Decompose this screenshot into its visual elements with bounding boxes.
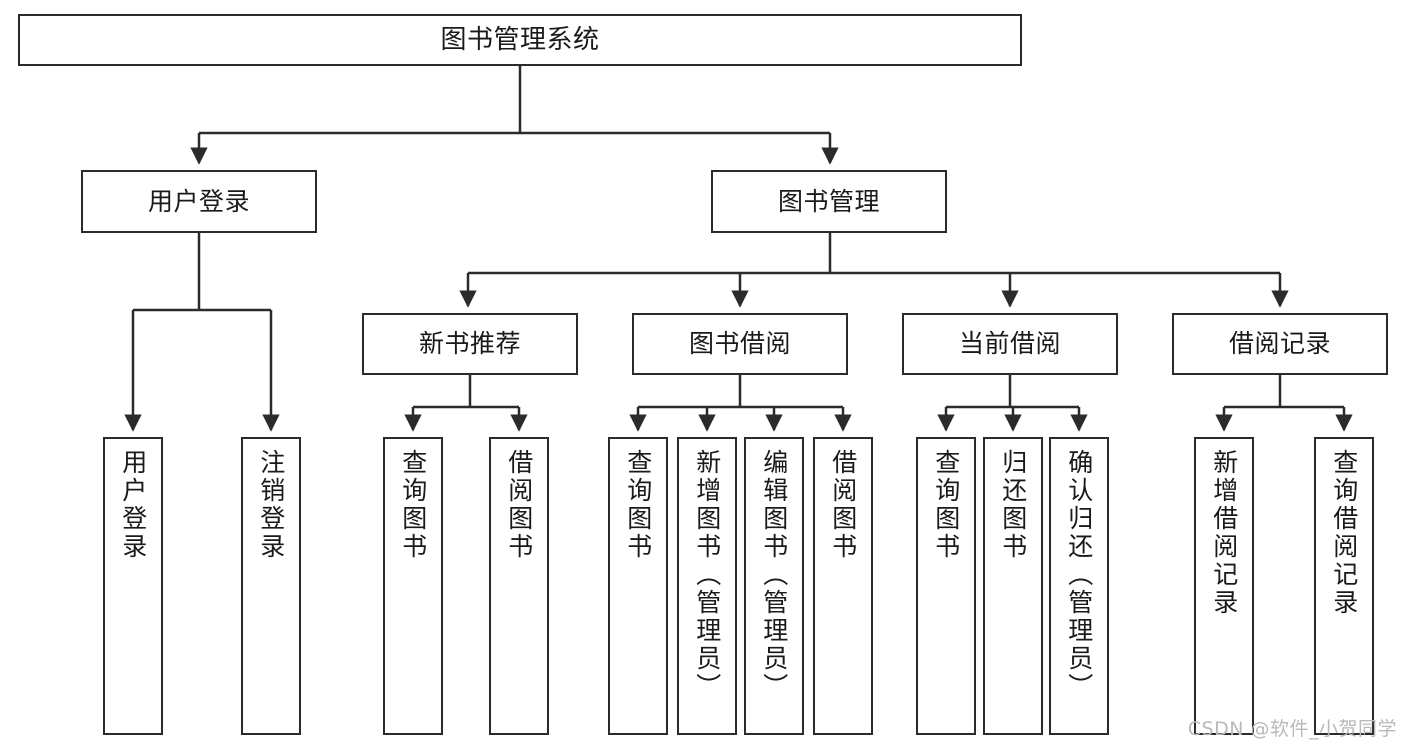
node-label: 查询借阅记录	[1329, 449, 1359, 617]
leaf-current-borrow-return-book[interactable]: 归还图书	[983, 437, 1043, 735]
node-label: 借阅图书	[828, 449, 858, 561]
leaf-current-borrow-query-book[interactable]: 查询图书	[916, 437, 976, 735]
leaf-borrow-records-query-record[interactable]: 查询借阅记录	[1314, 437, 1374, 735]
leaf-borrow-records-add-record[interactable]: 新增借阅记录	[1194, 437, 1254, 735]
leaf-book-borrow-add-book-admin[interactable]: 新增图书（管理员）	[677, 437, 737, 735]
node-label: 借阅记录	[1228, 329, 1331, 359]
leaf-user-login-logout[interactable]: 注销登录	[241, 437, 301, 735]
node-label: 编辑图书（管理员）	[759, 449, 789, 701]
node-label: 新增图书（管理员）	[692, 449, 722, 701]
node-current-borrowing[interactable]: 当前借阅	[902, 313, 1118, 375]
node-label: 图书管理	[777, 186, 880, 216]
leaf-book-borrow-query-book[interactable]: 查询图书	[608, 437, 668, 735]
node-book-borrowing[interactable]: 图书借阅	[632, 313, 848, 375]
leaf-new-books-borrow-book[interactable]: 借阅图书	[489, 437, 549, 735]
node-label: 注销登录	[256, 449, 286, 561]
leaf-current-borrow-confirm-return-admin[interactable]: 确认归还（管理员）	[1049, 437, 1109, 735]
leaf-new-books-query-book[interactable]: 查询图书	[383, 437, 443, 735]
node-label: 新增借阅记录	[1209, 449, 1239, 617]
node-user-login[interactable]: 用户登录	[81, 170, 317, 233]
leaf-user-login-signin[interactable]: 用户登录	[103, 437, 163, 735]
node-root-book-management-system[interactable]: 图书管理系统	[18, 14, 1022, 66]
node-label: 查询图书	[931, 449, 961, 561]
node-borrow-records[interactable]: 借阅记录	[1172, 313, 1388, 375]
node-label: 用户登录	[147, 186, 250, 216]
node-label: 当前借阅	[958, 329, 1061, 359]
node-label: 借阅图书	[504, 449, 534, 561]
node-label: 图书管理系统	[440, 24, 600, 55]
node-new-book-recommendation[interactable]: 新书推荐	[362, 313, 578, 375]
leaf-book-borrow-borrow-book[interactable]: 借阅图书	[813, 437, 873, 735]
node-label: 用户登录	[118, 449, 148, 561]
node-label: 确认归还（管理员）	[1064, 449, 1094, 701]
node-book-management[interactable]: 图书管理	[711, 170, 947, 233]
node-label: 查询图书	[398, 449, 428, 561]
node-label: 图书借阅	[688, 329, 791, 359]
node-label: 查询图书	[623, 449, 653, 561]
watermark-text: CSDN @软件_小贺同学	[1187, 718, 1397, 740]
node-label: 归还图书	[998, 449, 1028, 561]
leaf-book-borrow-edit-book-admin[interactable]: 编辑图书（管理员）	[744, 437, 804, 735]
node-label: 新书推荐	[418, 329, 521, 359]
